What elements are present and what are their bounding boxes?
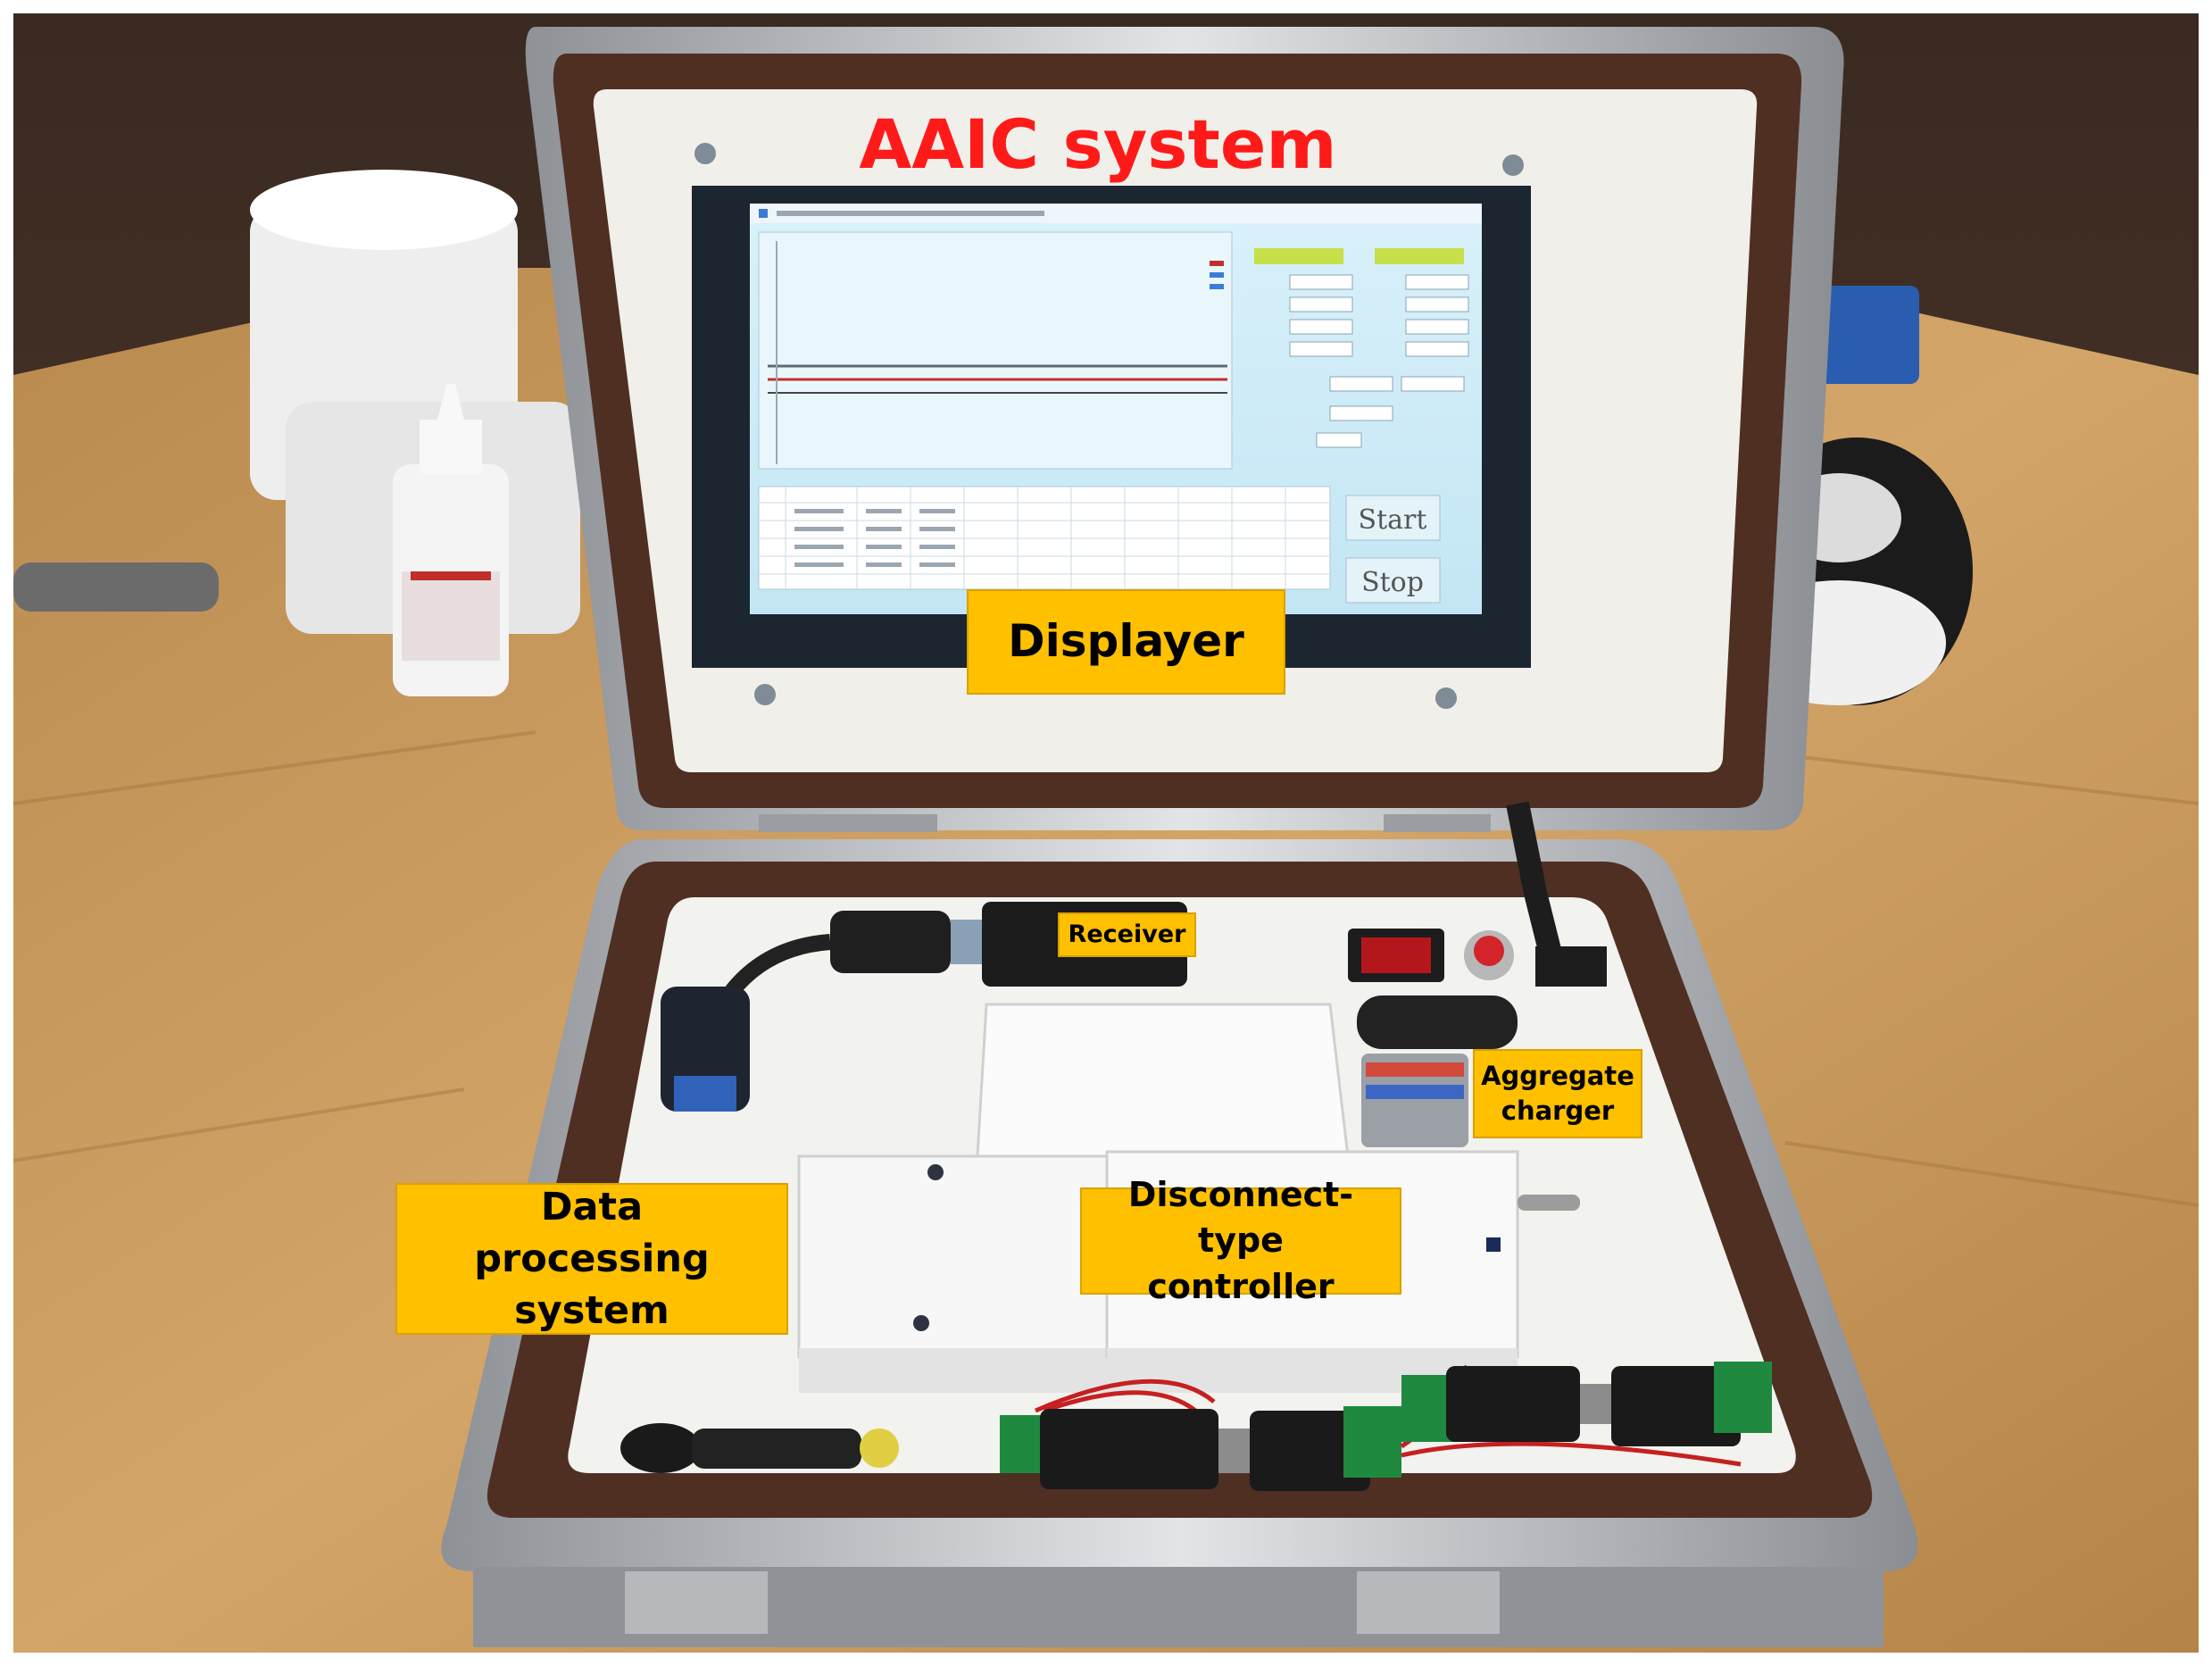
dc-plug-icon (620, 1423, 899, 1473)
hinge (1384, 814, 1491, 832)
system-title: AAIC system (859, 104, 1337, 184)
screw-icon (1435, 687, 1457, 709)
screw-icon (694, 143, 716, 164)
metal-tool (13, 562, 219, 612)
screw-icon (1502, 154, 1524, 176)
terminal-blocks (1361, 1054, 1468, 1147)
displayer-label: Displayer (967, 589, 1285, 695)
stop-button[interactable]: Stop (1345, 557, 1441, 604)
data-processing-system-label: Data processing system (395, 1183, 788, 1335)
start-button[interactable]: Start (1345, 495, 1441, 541)
aggregate-charger-label: Aggregate charger (1473, 1049, 1642, 1138)
dc-plug-icon (1357, 995, 1518, 1049)
hinge (759, 814, 937, 832)
connector-chain (1000, 1362, 1772, 1491)
stop-button-label: Stop (1361, 567, 1424, 598)
receiver-label: Receiver (1058, 912, 1196, 957)
start-button-label: Start (1359, 504, 1427, 536)
software-window (750, 204, 1482, 590)
reagent-bottle (393, 384, 509, 696)
tray (976, 1003, 1350, 1158)
disconnect-type-controller-label: Disconnect-type controller (1080, 1175, 1401, 1306)
screw-icon (754, 684, 776, 705)
